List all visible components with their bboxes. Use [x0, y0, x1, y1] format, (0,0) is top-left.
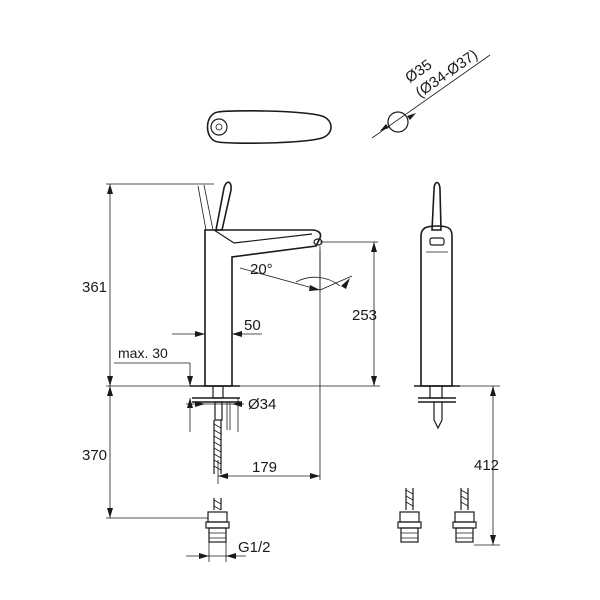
max-thickness-label: max. 30	[118, 345, 168, 361]
reach-label: 179	[252, 459, 277, 476]
side-hose-connector-left	[397, 488, 422, 543]
spout-height-label: 253	[352, 307, 377, 324]
spout-angle-label: 20°	[250, 261, 273, 278]
dimension-50: 50	[172, 317, 262, 337]
dimension-253: 253	[352, 242, 377, 386]
front-hose-connector	[205, 498, 230, 543]
side-hose-connector-right	[452, 488, 477, 543]
dimension-361: 361	[82, 184, 113, 386]
body-width-label: 50	[244, 317, 261, 334]
top-view-lever	[206, 110, 332, 144]
dimension-hole-34: Ø34	[186, 396, 276, 413]
dimension-179: 179	[217, 459, 320, 484]
dimension-370: 370	[82, 386, 113, 518]
extension-lines	[106, 183, 500, 546]
diameter-detail: Ø35 (Ø34-Ø37)	[371, 46, 491, 139]
total-height-label: 361	[82, 279, 107, 296]
dimension-thread: G1/2	[186, 539, 271, 562]
dimension-412: 412	[474, 386, 499, 545]
thread-label: G1/2	[238, 539, 271, 556]
supply-length-label: 412	[474, 457, 499, 474]
side-view-faucet	[414, 181, 460, 430]
dimension-max-30: max. 30	[114, 345, 193, 408]
hose-length-label: 370	[82, 447, 107, 464]
dimension-angle: 20°	[239, 246, 353, 291]
hole-diameter-label: Ø34	[248, 396, 276, 413]
